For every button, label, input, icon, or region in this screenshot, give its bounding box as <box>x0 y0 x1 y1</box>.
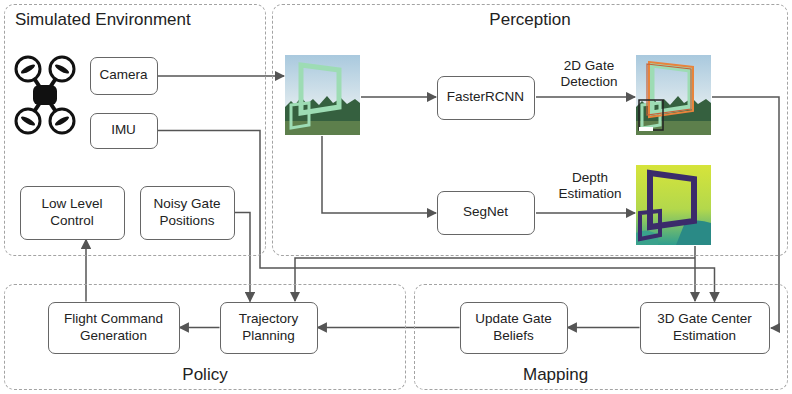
annotation-label: 2D Gate Detection <box>546 58 632 89</box>
region-title: Mapping <box>523 365 588 385</box>
detection-image <box>636 55 711 135</box>
depth-image <box>636 165 711 245</box>
process-box: SegNet <box>437 191 535 235</box>
detection-tag <box>639 127 653 131</box>
camera-image <box>285 55 360 135</box>
connectors <box>86 131 715 328</box>
connector-arrow <box>235 213 251 302</box>
annotation-label: Depth Estimation <box>550 170 630 201</box>
process-box: Update Gate Beliefs <box>460 302 568 354</box>
propeller <box>54 115 70 127</box>
box-label: SegNet <box>463 204 508 220</box>
box-label: Camera <box>99 67 147 83</box>
process-box: Flight Command Generation <box>48 302 180 354</box>
box-label: Flight Command Generation <box>55 311 173 343</box>
region-title: Perception <box>273 10 787 30</box>
process-box: Noisy Gate Positions <box>140 186 235 240</box>
process-box: Trajectory Planning <box>220 302 318 354</box>
drone-icon <box>16 57 74 133</box>
propeller <box>20 115 36 127</box>
box-label: Low Level Control <box>27 196 118 228</box>
data-flow-lines <box>158 76 779 328</box>
detection-box <box>639 100 663 130</box>
process-box: FasterRCNN <box>437 76 535 120</box>
rotor-guard <box>50 109 74 133</box>
scene-picture <box>636 55 711 135</box>
propeller <box>20 63 36 75</box>
box-label: Noisy Gate Positions <box>147 196 228 228</box>
process-box: Camera <box>90 57 158 95</box>
connector-arrow <box>85 240 87 302</box>
flow-line <box>295 258 695 301</box>
rotor-guard <box>50 57 74 81</box>
flow-line <box>694 246 696 301</box>
region-panel: PerceptionFasterRCNN SegNet <box>272 4 788 256</box>
flow-line <box>361 96 436 98</box>
flow-line <box>322 136 436 213</box>
process-box: Low Level Control <box>20 186 125 240</box>
region-panel: Simulated EnvironmentCameraIMU Low Level … <box>4 4 266 256</box>
flow-line <box>712 97 779 328</box>
flow-line <box>536 96 635 98</box>
process-box: 3D Gate Center Estimation <box>640 302 770 354</box>
region-title: Simulated Environment <box>15 10 191 30</box>
detection-box <box>649 62 693 117</box>
connector-arrow <box>180 327 220 329</box>
drone-body <box>33 85 57 105</box>
propeller <box>54 63 70 75</box>
box-label: Trajectory Planning <box>227 311 311 343</box>
detection-box <box>647 64 691 115</box>
region-panel: Mapping Update Gate Beliefs 3D Gate Center… <box>414 284 788 390</box>
depth-ground <box>636 165 711 245</box>
process-box: IMU <box>90 113 158 149</box>
rotor-guard <box>16 57 40 81</box>
box-label: 3D Gate Center Estimation <box>647 311 763 343</box>
box-label: FasterRCNN <box>447 89 524 105</box>
connector-arrow <box>158 131 715 302</box>
box-label: IMU <box>111 122 136 138</box>
scene-picture <box>285 55 360 135</box>
flow-line <box>536 212 635 214</box>
depth-gate <box>640 211 660 239</box>
rotor-guard <box>16 109 40 133</box>
region-title: Policy <box>5 365 405 385</box>
depth-gate <box>650 173 694 227</box>
connector-arrow <box>318 327 460 329</box>
box-label: Update Gate Beliefs <box>467 311 561 343</box>
region-panel: Policy Flight Command Generation Trajector… <box>4 284 406 390</box>
connector-arrow <box>568 327 640 329</box>
